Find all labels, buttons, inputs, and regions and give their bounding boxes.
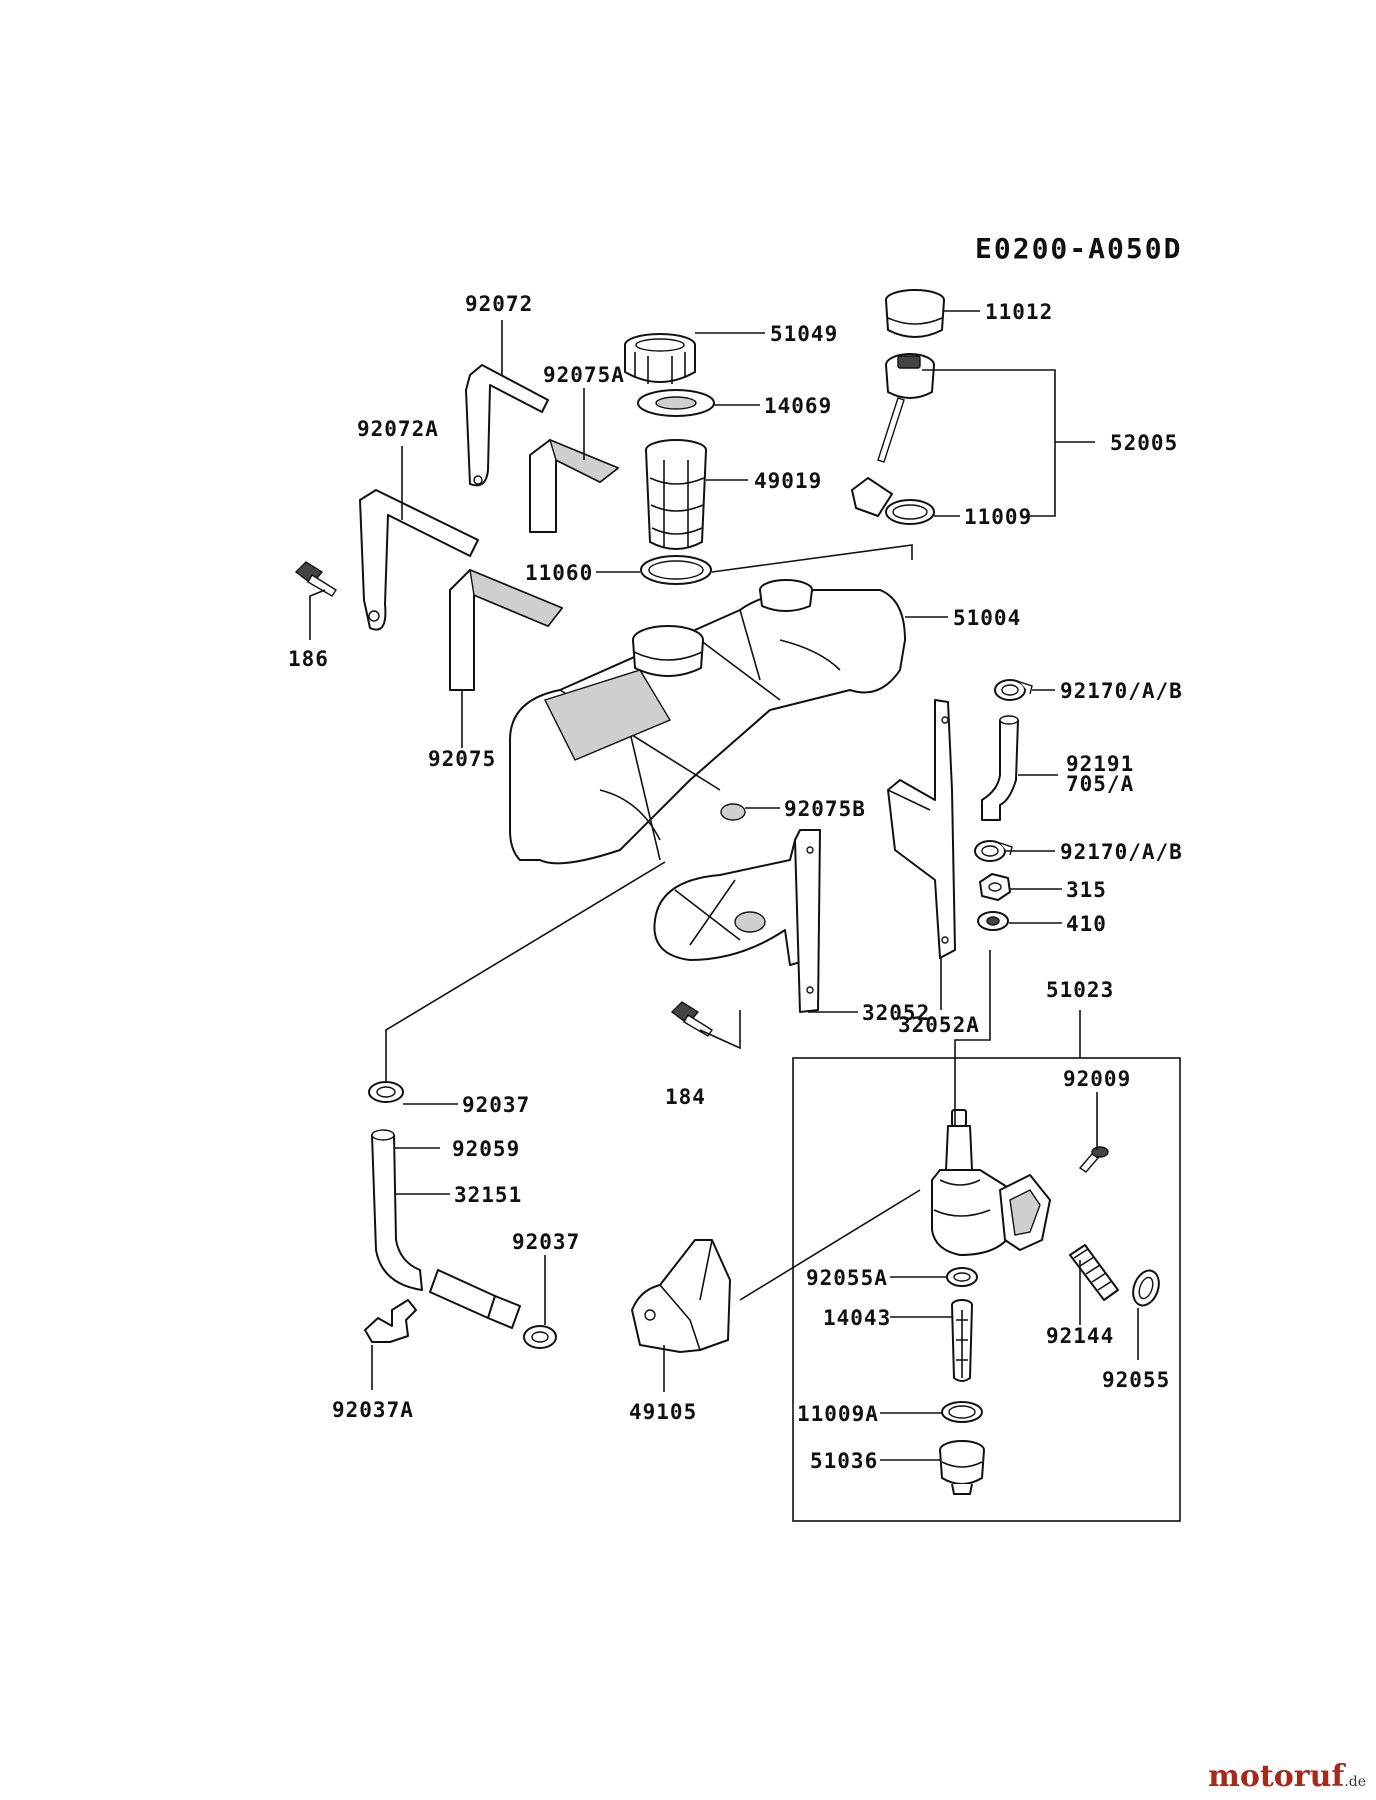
fuel-tank-part <box>509 579 906 865</box>
spring-part <box>1069 1244 1119 1301</box>
hose-clamp-upper-part <box>994 679 1033 701</box>
label-92075: 92075 <box>428 747 496 771</box>
label-11009: 11009 <box>964 505 1032 529</box>
label-92055a: 92055A <box>806 1266 888 1290</box>
washer-410-part <box>977 911 1009 931</box>
label-315: 315 <box>1066 878 1107 902</box>
label-184: 184 <box>665 1085 706 1109</box>
ring-11009a-part <box>941 1401 983 1423</box>
label-92144: 92144 <box>1046 1324 1114 1348</box>
label-92075a: 92075A <box>543 363 625 387</box>
cushion-part <box>720 803 746 821</box>
cup-51036-part <box>939 1440 985 1495</box>
bracket-49105-part <box>631 1239 731 1353</box>
label-49019: 49019 <box>754 469 822 493</box>
bracket-32052a-part <box>887 699 956 959</box>
tank-ring-part <box>640 555 712 585</box>
nut-315-part <box>979 873 1011 901</box>
label-92072: 92072 <box>465 292 533 316</box>
part-labels: 92072 51049 11012 92075A 14069 52005 920… <box>288 292 1183 1473</box>
bracket-92075a-part <box>529 438 620 533</box>
label-92170-lower: 92170/A/B <box>1060 840 1183 864</box>
clamp-92037-upper-part <box>368 1081 404 1103</box>
bolt-184-part <box>670 1001 713 1037</box>
label-51036: 51036 <box>810 1449 878 1473</box>
label-14069: 14069 <box>764 394 832 418</box>
cap-gasket-part <box>637 389 715 417</box>
label-92037a: 92037A <box>332 1398 414 1422</box>
filter-14043-part <box>951 1299 973 1382</box>
diagram-code: E0200-A050D <box>975 232 1182 265</box>
bracket-92072-part <box>465 364 549 487</box>
label-92072a: 92072A <box>357 417 439 441</box>
hose-clamp-lower-part <box>974 840 1013 862</box>
fuel-pipe-part <box>371 1129 521 1329</box>
fuel-gauge-part <box>851 353 935 517</box>
label-186: 186 <box>288 647 329 671</box>
ring-92055-part <box>1132 1269 1160 1307</box>
label-92170-upper: 92170/A/B <box>1060 679 1183 703</box>
label-49105: 49105 <box>629 1400 697 1424</box>
bolt-186-part <box>294 561 337 597</box>
label-51049: 51049 <box>770 322 838 346</box>
screw-92009-part <box>1078 1146 1109 1173</box>
label-92009: 92009 <box>1063 1067 1131 1091</box>
ring-92055a-part <box>946 1267 978 1287</box>
watermark-brand: motoruf <box>1208 1759 1345 1794</box>
label-51004: 51004 <box>953 606 1021 630</box>
bracket-92075-part <box>449 568 564 691</box>
clip-92037a-part <box>364 1299 417 1343</box>
label-92075b: 92075B <box>784 797 866 821</box>
label-32052: 32052 <box>862 1001 930 1025</box>
watermark-logo: motoruf.de <box>1208 1759 1366 1794</box>
grommet-part <box>885 289 945 338</box>
label-51023: 51023 <box>1046 978 1114 1002</box>
label-92191: 92191 <box>1066 752 1134 776</box>
label-92037-upper: 92037 <box>462 1093 530 1117</box>
gauge-ring-part <box>885 499 935 525</box>
label-52005: 52005 <box>1110 431 1178 455</box>
label-11060: 11060 <box>525 561 593 585</box>
strainer-part <box>645 439 707 550</box>
tank-plate-part <box>653 829 821 1013</box>
fuel-cap-part <box>624 333 696 384</box>
label-92059: 92059 <box>452 1137 520 1161</box>
label-32151: 32151 <box>454 1183 522 1207</box>
label-410: 410 <box>1066 912 1107 936</box>
label-705a: 705/A <box>1066 772 1134 796</box>
label-92055: 92055 <box>1102 1368 1170 1392</box>
bracket-92072a-part <box>359 489 479 631</box>
clamp-92037-lower-part <box>523 1325 557 1349</box>
fuel-cock-assembly-frame <box>792 1057 1181 1522</box>
label-32052a: 32052A <box>898 1013 980 1037</box>
label-11012: 11012 <box>985 300 1053 324</box>
watermark-tld: .de <box>1344 1774 1366 1790</box>
label-14043: 14043 <box>823 1306 891 1330</box>
leader-lines <box>309 310 1139 1461</box>
fuel-hose-part <box>981 715 1019 821</box>
label-92037-lower: 92037 <box>512 1230 580 1254</box>
label-11009a: 11009A <box>797 1402 879 1426</box>
fuel-cock-part <box>931 1109 1051 1256</box>
